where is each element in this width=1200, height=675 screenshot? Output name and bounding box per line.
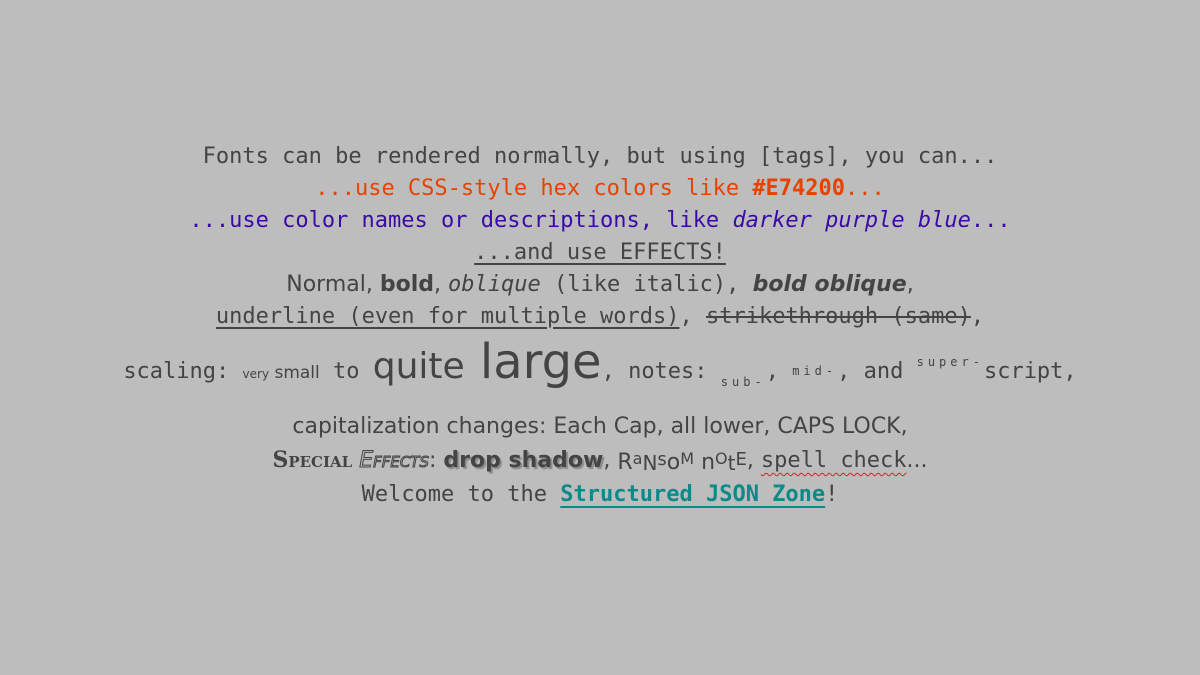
script-text: script, (983, 359, 1077, 384)
capitalization-text: capitalization changes: Each Cap, all lo… (292, 414, 908, 439)
welcome-prefix: Welcome to the (361, 482, 561, 507)
effects-line: ...and use EFFECTS! (0, 237, 1200, 269)
ransom-letter: M (680, 449, 695, 468)
comma-1: , (434, 272, 448, 297)
hex-color-prefix: ...use CSS-style hex colors like (315, 176, 753, 201)
bold-oblique-text: bold oblique (752, 272, 907, 297)
large-text: large (464, 334, 602, 390)
structured-json-zone-link[interactable]: Structured JSON Zone (560, 482, 826, 507)
scaling-line: scaling: very small to quite large, note… (0, 332, 1200, 412)
comma-2: , (906, 272, 914, 297)
drop-shadow-text: drop shadow (443, 448, 604, 473)
intro-line: Fonts can be rendered normally, but usin… (0, 141, 1200, 173)
sub-note: sub- (720, 375, 766, 389)
colon-text: : (429, 448, 444, 473)
strikethrough-text: strikethrough (same) (705, 304, 971, 329)
small-text: small (269, 363, 320, 383)
super-note: super- (916, 355, 984, 369)
ransom-letter: O (715, 449, 728, 468)
weight-style-line: Normal, bold, oblique (like italic), bol… (0, 269, 1200, 301)
color-name-prefix: ...use color names or descriptions, like (189, 208, 733, 233)
normal-text: Normal, (286, 272, 380, 297)
ellipsis-text: ... (906, 448, 928, 473)
very-text: very (242, 367, 270, 381)
to-text: to (319, 359, 373, 384)
ransom-letter: R (617, 450, 633, 475)
hex-color-suffix: ... (845, 176, 885, 201)
special-effects-line: Special Effects: drop shadow, RaNsoM nOt… (0, 443, 1200, 479)
underline-text: underline (even for multiple words) (215, 304, 680, 329)
quite-text: quite (372, 346, 465, 387)
note-ransom-text: nOtE (701, 448, 747, 475)
capitalization-line: capitalization changes: Each Cap, all lo… (0, 411, 1200, 443)
spell-check-text: spell check (760, 448, 907, 473)
color-name-line: ...use color names or descriptions, like… (0, 205, 1200, 237)
text-showcase: Fonts can be rendered normally, but usin… (0, 141, 1200, 511)
ransom-letter: N (642, 451, 658, 475)
comma-6: , (603, 448, 618, 473)
ransom-letter: E (735, 449, 747, 470)
hex-color-code: #E74200 (752, 176, 846, 201)
like-italic-text: (like italic), (540, 272, 753, 297)
color-name-suffix: ... (970, 208, 1011, 233)
notes-label: , notes: (601, 359, 721, 384)
mid-note: mid- (792, 364, 838, 378)
comma-3: , (679, 304, 706, 329)
hex-color-line: ...use CSS-style hex colors like #E74200… (0, 173, 1200, 205)
ransom-letter: a (632, 449, 643, 468)
special-text: Special (272, 447, 353, 473)
decoration-line: underline (even for multiple words), str… (0, 301, 1200, 333)
effects-outline-text: Effects (359, 448, 430, 474)
ransom-letter: n (701, 450, 716, 475)
intro-text: Fonts can be rendered normally, but usin… (202, 144, 998, 169)
effects-text: ...and use EFFECTS! (474, 240, 726, 265)
oblique-text: oblique (448, 272, 541, 297)
bold-text: bold (379, 272, 434, 297)
ransom-letter: t (727, 451, 736, 475)
comma-5: , (765, 359, 793, 384)
welcome-line: Welcome to the Structured JSON Zone! (0, 479, 1200, 511)
comma-4: , (970, 304, 985, 329)
ransom-letter: o (666, 450, 681, 475)
comma-7: , (746, 448, 761, 473)
ransom-letter: s (657, 449, 667, 470)
welcome-suffix: ! (825, 482, 839, 507)
and-text: , and (837, 359, 917, 384)
ransom-text: RaNsoM (617, 448, 694, 475)
scaling-label: scaling: (123, 359, 243, 384)
color-name-example: darker purple blue (732, 208, 971, 233)
